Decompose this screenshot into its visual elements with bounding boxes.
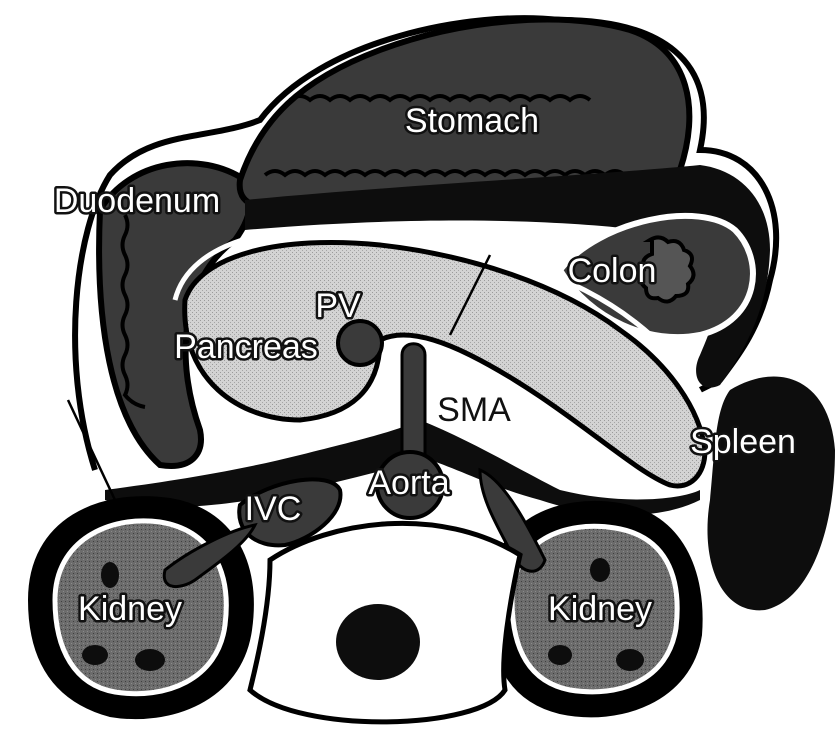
pointer-line: [68, 400, 115, 500]
label-duodenum: Duodenum: [54, 182, 220, 220]
kidney-right-calyx: [616, 649, 644, 671]
label-ivc: IVC: [245, 490, 302, 528]
label-aorta: Aorta: [368, 464, 449, 502]
label-pv: PV: [315, 287, 361, 325]
label-stomach: Stomach: [405, 102, 539, 140]
label-kidney-left: Kidney: [78, 590, 182, 628]
label-colon: Colon: [568, 252, 657, 290]
kidney-left-calyx: [101, 562, 119, 588]
kidney-left-calyx: [82, 645, 108, 665]
spleen-shape: [707, 377, 835, 611]
spinal-canal: [336, 604, 420, 680]
label-spleen: Spleen: [690, 423, 796, 461]
kidney-left-calyx: [135, 649, 165, 671]
label-kidney-right: Kidney: [548, 590, 652, 628]
portal-vein: [338, 321, 382, 365]
kidney-right-calyx: [548, 645, 572, 665]
sma-vessel: [402, 344, 425, 455]
kidney-right-calyx: [590, 558, 610, 582]
label-pancreas: Pancreas: [174, 328, 318, 366]
label-sma: SMA: [437, 391, 511, 429]
